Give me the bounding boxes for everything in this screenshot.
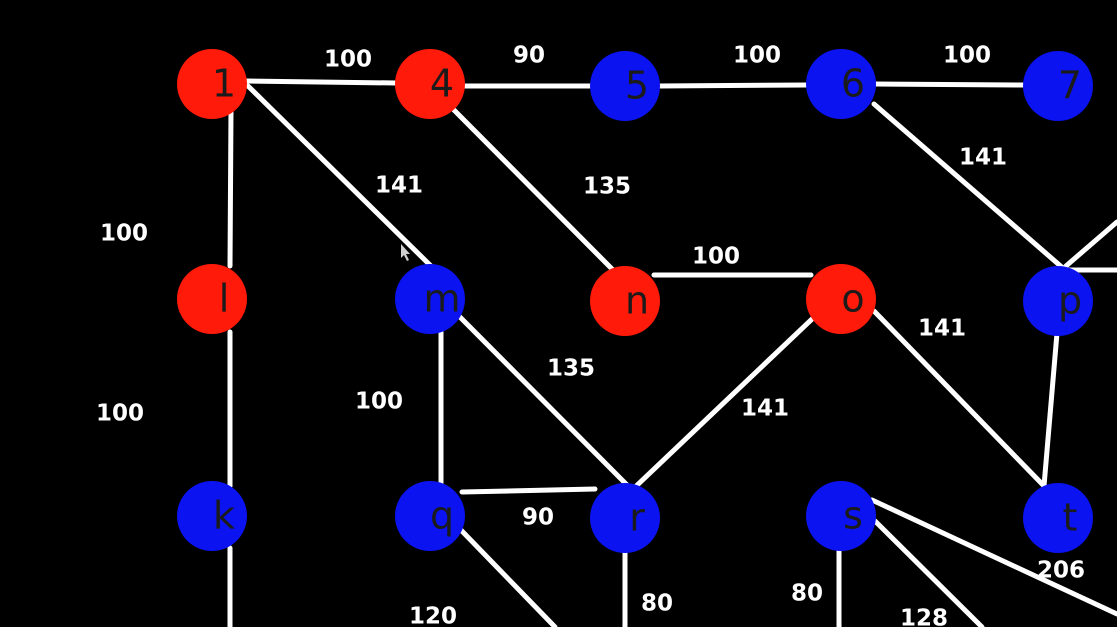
edge-weight-m-r: 135	[547, 356, 595, 382]
node-label-6: 6	[841, 62, 865, 106]
edge-stub-p-up-right	[1063, 219, 1117, 269]
node-6: 6	[806, 49, 876, 119]
edge-1-l	[227, 107, 234, 269]
node-label-p: p	[1058, 279, 1082, 323]
node-5: 5	[590, 51, 660, 121]
node-label-o: o	[841, 277, 864, 321]
node-label-7: 7	[1058, 64, 1082, 108]
node-o: o	[806, 264, 876, 334]
node-circle-s	[806, 481, 876, 551]
node-circle-p	[1023, 266, 1093, 336]
node-t: t	[1023, 483, 1093, 553]
edge-weight-6-7: 100	[943, 43, 991, 69]
edge-weight-1-l: 100	[100, 221, 148, 247]
edge-m-r	[450, 307, 633, 491]
node-label-l: l	[219, 277, 230, 321]
edge-6-7	[872, 81, 1027, 88]
edge-weight-4-5: 90	[513, 43, 545, 69]
edge-stub-q-down-right	[456, 525, 558, 627]
node-circle-7	[1023, 51, 1093, 121]
node-circle-l	[177, 264, 247, 334]
edge-weight-4-n: 135	[583, 174, 631, 200]
node-4: 4	[395, 49, 465, 119]
edge-weight-s-down-right: 128	[900, 606, 948, 627]
node-circle-1	[177, 49, 247, 119]
edge-weight-6-p: 141	[959, 145, 1007, 171]
node-s: s	[806, 481, 876, 551]
node-label-4: 4	[430, 62, 454, 106]
edge-4-n	[449, 105, 617, 274]
edge-weight-o-t: 141	[918, 316, 966, 342]
node-p: p	[1023, 266, 1093, 336]
node-label-n: n	[625, 279, 649, 323]
edge-weight-1-m: 141	[375, 173, 423, 199]
node-1: 1	[177, 49, 247, 119]
node-k: k	[177, 481, 247, 551]
edge-weight-q-r: 90	[522, 505, 554, 531]
edge-1-4	[243, 78, 399, 86]
node-circle-6	[806, 49, 876, 119]
edge-stub-s-down-right	[872, 518, 985, 627]
nodes-layer: 1 4 5 6 7 l m n o p k q r s t	[177, 49, 1093, 553]
node-label-1: 1	[212, 62, 236, 106]
node-label-q: q	[430, 494, 454, 538]
edge-o-t	[871, 308, 1048, 490]
node-label-5: 5	[625, 64, 649, 108]
edge-weight-l-k: 100	[96, 401, 144, 427]
edge-p-t	[1041, 330, 1060, 489]
node-m: m	[395, 264, 465, 334]
edge-o-r	[629, 316, 815, 493]
node-label-k: k	[213, 494, 235, 538]
node-circle-t	[1023, 483, 1093, 553]
edge-weight-m-q: 100	[355, 389, 403, 415]
edge-weight-s-down: 80	[791, 581, 823, 607]
node-label-s: s	[843, 494, 863, 538]
edge-weight-q-down-right: 120	[409, 604, 457, 627]
node-circle-4	[395, 49, 465, 119]
node-circle-r	[590, 483, 660, 553]
edge-5-6	[656, 82, 810, 89]
edge-1-m	[245, 83, 436, 271]
edge-6-p	[871, 101, 1067, 272]
node-label-t: t	[1063, 496, 1078, 540]
node-circle-n	[590, 266, 660, 336]
node-r: r	[590, 483, 660, 553]
node-circle-k	[177, 481, 247, 551]
node-n: n	[590, 266, 660, 336]
edge-weight-r-down: 80	[641, 591, 673, 617]
edge-weight-o-r: 141	[741, 396, 789, 422]
mouse-pointer-icon	[401, 244, 410, 261]
node-circle-5	[590, 51, 660, 121]
node-7: 7	[1023, 51, 1093, 121]
node-q: q	[395, 481, 465, 551]
edge-weight-5-6: 100	[733, 43, 781, 69]
edge-weight-n-o: 100	[692, 244, 740, 270]
edge-weight-s-right: 206	[1037, 558, 1085, 584]
node-label-m: m	[423, 277, 460, 321]
node-circle-o	[806, 264, 876, 334]
edge-q-r	[459, 486, 598, 495]
edge-stub-s-right	[869, 497, 1117, 617]
edges-layer	[227, 78, 1117, 627]
node-l: l	[177, 264, 247, 334]
edge-weight-1-4: 100	[324, 47, 372, 73]
node-circle-q	[395, 481, 465, 551]
node-circle-m	[395, 264, 465, 334]
node-label-r: r	[629, 496, 645, 540]
